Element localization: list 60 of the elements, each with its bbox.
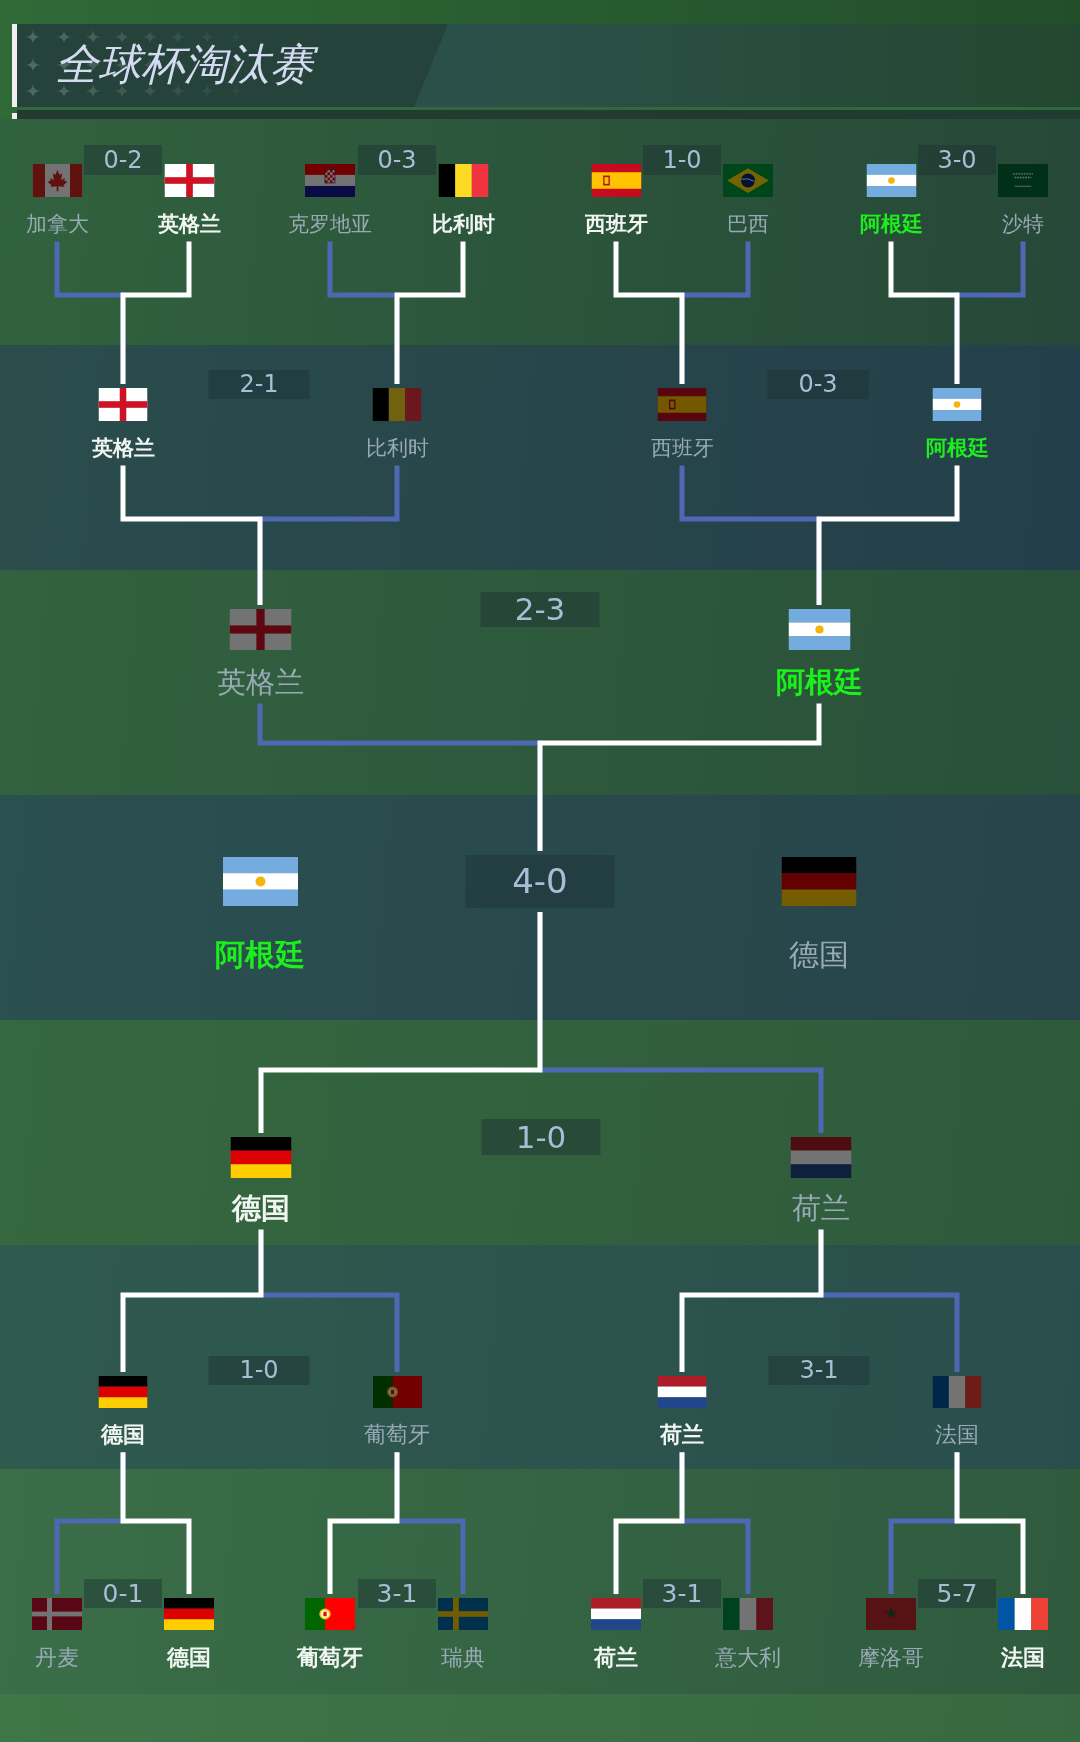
team-name: 西班牙 (584, 212, 648, 238)
score-box: 3-1 (643, 1579, 721, 1608)
team-name: 法国 (1001, 1644, 1045, 1672)
score-box: 3-1 (358, 1579, 436, 1608)
team-name: 荷兰 (792, 1190, 850, 1226)
team-name: 德国 (232, 1190, 290, 1226)
team-name: 摩洛哥 (858, 1644, 924, 1672)
bracket-line (258, 912, 543, 1133)
team-name: 德国 (789, 937, 849, 973)
bracket-line (120, 241, 192, 384)
team-name: 法国 (935, 1421, 979, 1449)
score-box: 0-3 (767, 370, 869, 399)
team-name: 阿根廷 (925, 436, 989, 462)
bracket-line (816, 465, 960, 605)
team-name: 丹麦 (35, 1644, 79, 1672)
team-name: 葡萄牙 (364, 1421, 430, 1449)
team-name: 德国 (101, 1421, 145, 1449)
score-box: 1-0 (208, 1356, 310, 1385)
title: 全球杯淘汰赛 (53, 38, 329, 90)
score-box: 2-1 (208, 370, 310, 399)
bracket-line (613, 241, 685, 384)
score-box: 0-1 (84, 1579, 162, 1608)
team-name: 英格兰 (157, 212, 221, 238)
team-name: 英格兰 (91, 436, 155, 462)
team-name: 德国 (167, 1644, 211, 1672)
team-name: 比利时 (365, 436, 429, 462)
bracket-line (954, 1452, 1026, 1594)
team-name: 西班牙 (650, 436, 714, 462)
bracket-line (120, 1452, 192, 1594)
score-box: 0-3 (358, 145, 436, 175)
bracket-line (613, 1452, 685, 1594)
score-box: 4-0 (465, 855, 615, 908)
team-name: 阿根廷 (215, 937, 305, 973)
team-name: 克罗地亚 (288, 212, 372, 238)
bracket-line (888, 241, 960, 384)
score-box: 1-0 (481, 1119, 601, 1155)
score-box: 3-1 (768, 1356, 870, 1385)
team-name: 葡萄牙 (297, 1644, 363, 1672)
team-name: 瑞典 (441, 1644, 485, 1672)
score-box: 2-3 (480, 592, 600, 627)
team-name: 比利时 (431, 212, 495, 238)
bracket-line (394, 241, 466, 384)
team-name: 阿根廷 (775, 664, 863, 700)
score-box: 3-0 (918, 145, 996, 175)
team-name: 巴西 (727, 212, 769, 238)
team-name: 加拿大 (25, 212, 89, 238)
team-name: 意大利 (715, 1644, 781, 1672)
bracket-line (537, 703, 822, 851)
score-box: 0-2 (84, 145, 162, 175)
bracket-line (120, 1229, 264, 1372)
team-name: 荷兰 (660, 1421, 704, 1449)
score-box: 5-7 (918, 1579, 996, 1608)
bracket-line (327, 1452, 400, 1594)
bracket-line (120, 465, 263, 605)
score-box: 1-0 (643, 145, 721, 175)
team-name: 阿根廷 (859, 212, 923, 238)
team-name: 荷兰 (594, 1644, 638, 1672)
bracket-line (679, 1229, 824, 1372)
team-name: 英格兰 (216, 664, 304, 700)
team-name: 沙特 (1002, 212, 1044, 238)
